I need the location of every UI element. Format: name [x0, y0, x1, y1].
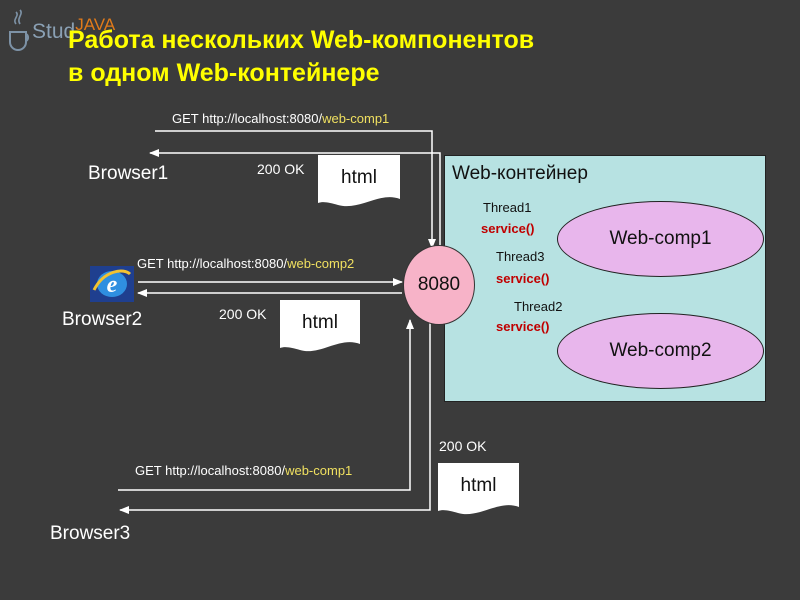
- site-logo[interactable]: StudJAVA: [32, 15, 115, 44]
- request-prefix: GET http://localhost:8080/: [172, 111, 323, 126]
- browser3-request-label: GET http://localhost:8080/web-comp1: [135, 463, 352, 478]
- browser2-label: Browser2: [62, 309, 143, 330]
- document-icon: [438, 463, 519, 515]
- browser2-request-label: GET http://localhost:8080/web-comp2: [137, 256, 354, 271]
- web-comp2-node: Web-comp2: [557, 313, 764, 389]
- thread2-service: service(): [496, 319, 550, 334]
- logo-accent: JAVA: [75, 15, 116, 34]
- browser3-status: 200 OK: [439, 438, 487, 454]
- port-label: 8080: [417, 274, 461, 295]
- browser1-label: Browser1: [88, 163, 169, 184]
- thread1-label: Thread1: [483, 200, 532, 215]
- request-prefix: GET http://localhost:8080/: [137, 256, 288, 271]
- browser1-doc-label: html: [341, 167, 377, 188]
- request-path: web-comp2: [287, 256, 355, 271]
- thread3-label: Thread3: [496, 249, 545, 264]
- svg-text:e: e: [107, 272, 118, 298]
- slide-title: Работа нескольких Web-компонентов в одно…: [68, 24, 708, 90]
- request-prefix: GET http://localhost:8080/: [135, 463, 286, 478]
- request-path: web-comp1: [285, 463, 353, 478]
- browser2-doc-label: html: [302, 312, 338, 333]
- thread3-service: service(): [496, 271, 550, 286]
- browser2-status: 200 OK: [219, 306, 267, 322]
- title-line-2: в одном Web-контейнере: [68, 59, 380, 87]
- request-path: web-comp1: [322, 111, 390, 126]
- internet-explorer-icon[interactable]: e: [90, 266, 134, 302]
- thread1-service: service(): [481, 221, 535, 236]
- web-comp1-label: Web-comp1: [609, 228, 712, 249]
- java-cup-icon: [9, 9, 30, 52]
- title-line-1: Работа нескольких Web-компонентов: [68, 26, 535, 54]
- browser3-label: Browser3: [50, 523, 131, 544]
- web-comp2-label: Web-comp2: [609, 340, 712, 361]
- thread2-label: Thread2: [514, 299, 563, 314]
- browser1-response-line: [149, 149, 441, 248]
- browser1-request-label: GET http://localhost:8080/web-comp1: [172, 111, 389, 126]
- port-8080-node: 8080: [403, 245, 475, 325]
- browser3-request-line: [118, 319, 414, 491]
- browser1-request-line: [155, 130, 436, 249]
- document-icon: [280, 300, 360, 352]
- document-icon: [318, 155, 400, 207]
- logo-text: Stud: [32, 20, 76, 43]
- browser3-response-line: [119, 322, 431, 514]
- web-container-title: Web-контейнер: [452, 163, 588, 184]
- web-comp1-node: Web-comp1: [557, 201, 764, 277]
- browser3-doc-label: html: [460, 475, 497, 496]
- browser1-status: 200 OK: [257, 161, 305, 177]
